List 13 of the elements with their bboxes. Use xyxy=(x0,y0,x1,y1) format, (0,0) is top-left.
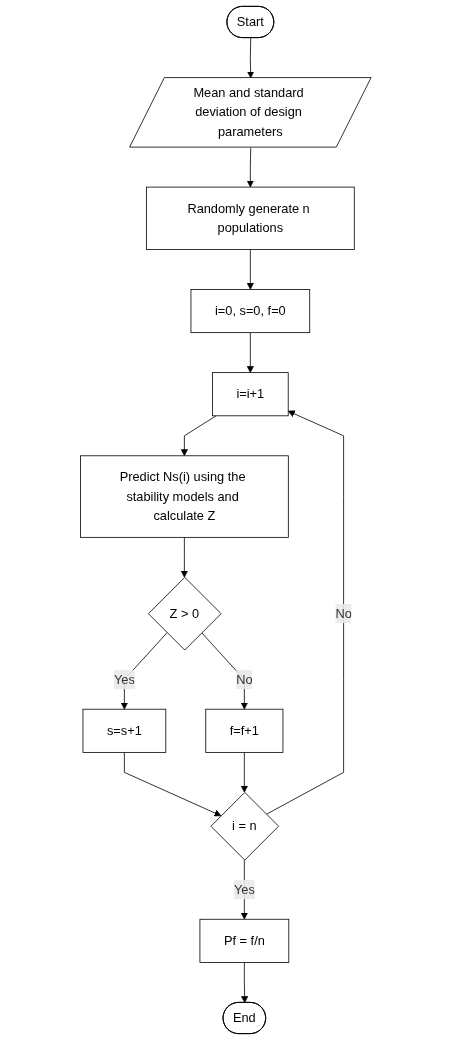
node-box: f=f+1 xyxy=(205,708,284,753)
node-diamond: i = n xyxy=(210,791,280,861)
node-box: i=i+1 xyxy=(212,372,289,417)
node-box: Pf = f/n xyxy=(199,918,290,963)
node-diamond: Z > 0 xyxy=(148,576,222,651)
node-box: s=s+1 xyxy=(82,708,167,753)
node-box: Randomly generate n populations xyxy=(146,186,355,250)
node-box: Predict Ns(i) using the stability models and calculate Z xyxy=(80,455,289,538)
node-box: i=0, s=0, f=0 xyxy=(190,289,311,334)
edge-label: Yes xyxy=(234,882,256,897)
edge-label: No xyxy=(236,672,253,687)
edge-label: Yes xyxy=(114,672,136,687)
edge-label: No xyxy=(335,606,353,621)
